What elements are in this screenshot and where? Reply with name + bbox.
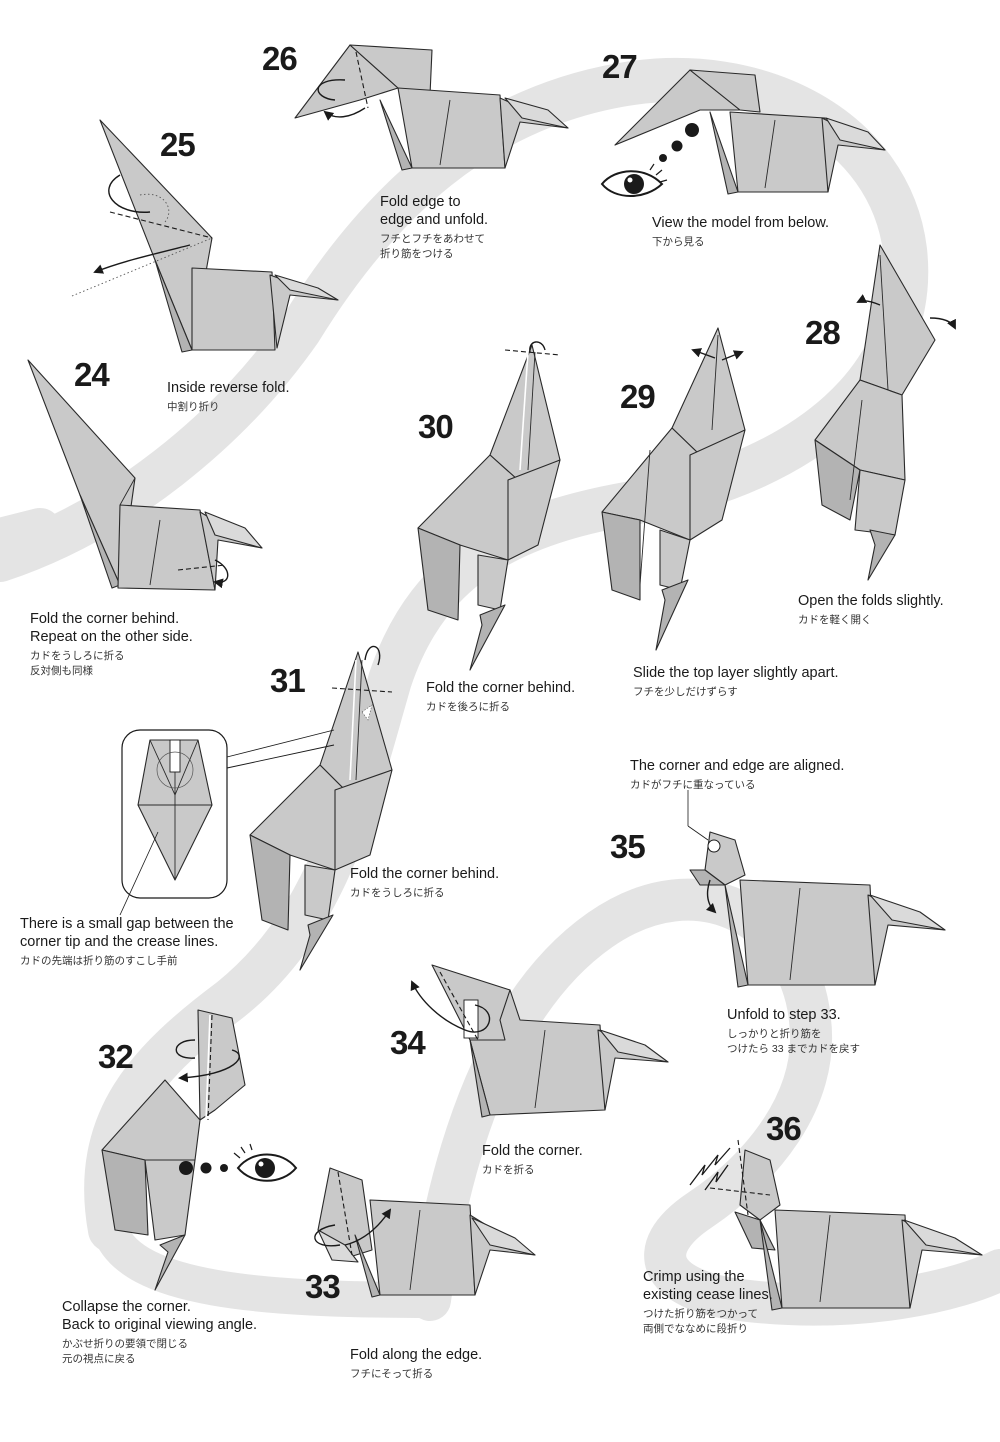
step-36-caption: Crimp using the existing cease lines. つけ… — [643, 1268, 773, 1337]
step-33-caption: Fold along the edge. フチにそって折る — [350, 1346, 482, 1381]
step-34-caption: Fold the corner. カドを折る — [482, 1142, 583, 1177]
eye-icon — [233, 1143, 298, 1182]
step-24-caption: Fold the corner behind. Repeat on the ot… — [30, 610, 193, 679]
step-number-30: 30 — [418, 408, 454, 445]
step-number-32: 32 — [98, 1038, 134, 1075]
step-25-en-1: Inside reverse fold. — [167, 380, 290, 396]
step-26-ja-2: 折り筋をつける — [380, 248, 454, 261]
step-33-en-1: Fold along the edge. — [350, 1347, 483, 1363]
step-25-caption: Inside reverse fold. 中割り折り — [167, 379, 290, 414]
step-25-ja-1: 中割り折り — [167, 401, 220, 414]
step-32-ja-2: 元の視点に戻る — [62, 1353, 136, 1366]
step-36-figure — [709, 1139, 983, 1311]
step-number-27: 27 — [602, 48, 638, 85]
step-36-en-1: Crimp using the — [643, 1269, 745, 1285]
step-35-ja-2: つけたら 33 までカドを戻す — [727, 1043, 861, 1056]
step-32-figure — [101, 1009, 246, 1291]
step-27-caption: View the model from below. 下から見る — [652, 214, 829, 249]
step-number-24: 24 — [74, 356, 110, 393]
step-32-ja-1: かぶせ折りの要領で閉じる — [62, 1338, 188, 1351]
step-24-ja-2: 反対側も同様 — [30, 665, 93, 678]
step-number-31: 31 — [270, 662, 306, 699]
step-26-ja-1: フチとフチをあわせて — [380, 233, 485, 246]
step-27-en-1: View the model from below. — [652, 215, 830, 231]
step-31-figure — [249, 645, 393, 971]
step-34-en-1: Fold the corner. — [482, 1143, 583, 1159]
step-34-figure — [410, 964, 669, 1118]
step-26-caption: Fold edge to edge and unfold. フチとフチをあわせて… — [380, 193, 488, 262]
step-26-en-1: Fold edge to — [380, 194, 461, 210]
step-36-en-2: existing cease lines. — [643, 1287, 773, 1304]
eye-icon — [600, 163, 668, 197]
step-28-ja-1: カドを軽く開く — [798, 614, 872, 627]
step-29-ja-1: フチを少しだけずらす — [633, 686, 738, 699]
step-27-ja-1: 下から見る — [652, 236, 705, 249]
step-32-en-1: Collapse the corner. — [62, 1299, 191, 1315]
step-28-caption: Open the folds slightly. カドを軽く開く — [798, 592, 944, 627]
aligned-note-en-1: The corner and edge are aligned. — [630, 758, 845, 774]
step-32-caption: Collapse the corner. Back to original vi… — [62, 1298, 257, 1367]
step-24-en-2: Repeat on the other side. — [30, 629, 193, 646]
step-number-29: 29 — [620, 378, 656, 415]
step-28-figure — [814, 244, 956, 581]
step-35-en-1: Unfold to step 33. — [727, 1007, 841, 1023]
crimp-zigzag-icon — [689, 1147, 731, 1191]
step-number-34: 34 — [390, 1024, 426, 1061]
step-number-35: 35 — [610, 828, 646, 865]
step-25-figure — [71, 119, 339, 353]
gap-note: There is a small gap between the corner … — [20, 915, 234, 968]
step-27-figure — [614, 69, 886, 195]
step-26-en-2: edge and unfold. — [380, 212, 489, 229]
step-34-ja-1: カドを折る — [482, 1164, 535, 1177]
step-number-36: 36 — [766, 1110, 802, 1147]
step-number-33: 33 — [305, 1268, 341, 1305]
step-32-en-2: Back to original viewing angle. — [62, 1317, 258, 1334]
step-33-ja-1: フチにそって折る — [350, 1368, 434, 1381]
step-30-en-1: Fold the corner behind. — [426, 680, 576, 696]
step-31-caption: Fold the corner behind. カドをうしろに折る — [350, 865, 499, 900]
step-number-25: 25 — [160, 126, 196, 163]
step-number-28: 28 — [805, 314, 841, 351]
step-35-ja-1: しっかりと折り筋を — [727, 1028, 822, 1041]
step-30-figure — [417, 341, 561, 671]
step-24-figure — [27, 359, 263, 591]
step-29-caption: Slide the top layer slightly apart. フチを少… — [633, 664, 839, 699]
step-36-ja-1: つけた折り筋をつかって — [643, 1308, 758, 1321]
step-24-en-1: Fold the corner behind. — [30, 611, 180, 627]
step-number-26: 26 — [262, 40, 298, 77]
gap-note-en-1: There is a small gap between the — [20, 916, 234, 932]
step-26-figure — [294, 44, 569, 171]
step-29-en-1: Slide the top layer slightly apart. — [633, 665, 839, 681]
step-31-ja-1: カドをうしろに折る — [350, 887, 445, 900]
step-35-figure — [687, 790, 946, 988]
aligned-note: The corner and edge are aligned. カドがフチに重… — [630, 757, 844, 792]
step-36-ja-2: 両側でななめに段折り — [643, 1323, 748, 1336]
gap-note-ja-1: カドの先端は折り筋のすこし手前 — [20, 955, 178, 968]
step-28-en-1: Open the folds slightly. — [798, 593, 944, 609]
step-31-en-1: Fold the corner behind. — [350, 866, 500, 882]
step-31-inset — [119, 729, 335, 916]
step-35-caption: Unfold to step 33. しっかりと折り筋を つけたら 33 までカ… — [727, 1006, 860, 1056]
step-33-figure — [314, 1167, 536, 1298]
step-30-ja-1: カドを後ろに折る — [426, 701, 510, 714]
aligned-note-ja-1: カドがフチに重なっている — [630, 779, 756, 792]
gap-note-en-2: corner tip and the crease lines. — [20, 934, 219, 951]
step-29-figure — [601, 327, 746, 651]
step-24-ja-1: カドをうしろに折る — [30, 650, 125, 663]
step-30-caption: Fold the corner behind. カドを後ろに折る — [426, 679, 575, 714]
